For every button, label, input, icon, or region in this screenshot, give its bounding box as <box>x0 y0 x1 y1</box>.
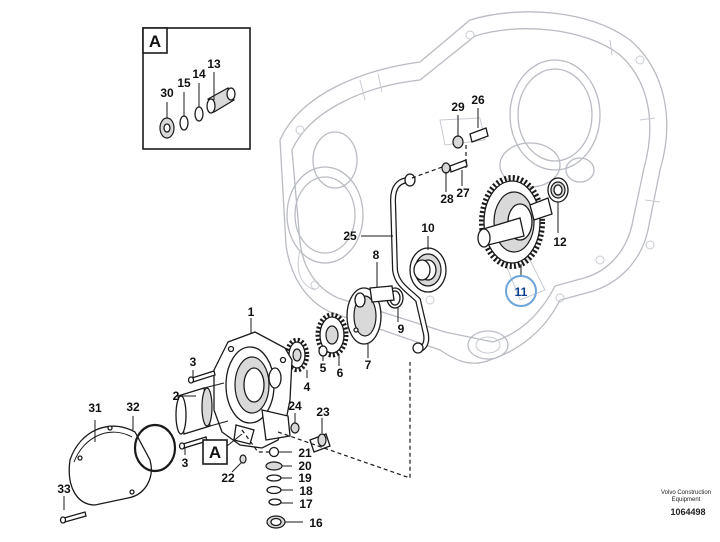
callout-11[interactable]: 11 <box>515 285 528 299</box>
transmission-housing-outline <box>279 11 668 364</box>
inset-a-label: A <box>149 32 161 51</box>
callout-17[interactable]: 17 <box>299 497 313 511</box>
callout-8[interactable]: 8 <box>373 248 380 262</box>
bolt-3-upper <box>187 370 216 384</box>
document-number: 1064498 <box>670 507 705 517</box>
callout-13[interactable]: 13 <box>207 57 221 71</box>
callout-21[interactable]: 21 <box>298 446 312 460</box>
callout-24[interactable]: 24 <box>288 399 302 413</box>
bolt-group-upper <box>441 108 489 192</box>
callout-22[interactable]: 22 <box>221 471 235 485</box>
callout-27[interactable]: 27 <box>456 186 470 200</box>
callout-3b[interactable]: 3 <box>182 456 189 470</box>
pump-plate-7 <box>346 285 395 345</box>
callout-12[interactable]: 12 <box>553 235 567 249</box>
callout-10[interactable]: 10 <box>421 221 435 235</box>
oil-pipe <box>389 165 446 354</box>
brand-line-1: Volvo Construction <box>661 490 711 496</box>
callout-14[interactable]: 14 <box>192 67 206 81</box>
callout-32[interactable]: 32 <box>126 400 140 414</box>
callout-30[interactable]: 30 <box>160 86 174 100</box>
fitting-23 <box>309 433 331 453</box>
brand-line-2: Equipment <box>672 497 701 503</box>
seal-ring-32 <box>133 423 177 473</box>
callout-29[interactable]: 29 <box>451 100 465 114</box>
callout-28[interactable]: 28 <box>440 192 454 206</box>
callout-2[interactable]: 2 <box>173 389 180 403</box>
callout-19[interactable]: 19 <box>298 471 312 485</box>
callout-31[interactable]: 31 <box>88 401 102 415</box>
callout-3a[interactable]: 3 <box>190 355 197 369</box>
callout-7[interactable]: 7 <box>365 358 372 372</box>
pump-gear-6 <box>315 312 349 358</box>
callout-6[interactable]: 6 <box>337 366 344 380</box>
reference-a-label[interactable]: A <box>209 443 221 462</box>
callout-4[interactable]: 4 <box>304 380 311 394</box>
inset-parts <box>159 87 236 139</box>
screw-33 <box>59 511 87 524</box>
bearing-10 <box>409 247 447 293</box>
callout-23[interactable]: 23 <box>316 405 330 419</box>
detail-inset-a: A <box>142 27 251 150</box>
callout-16[interactable]: 16 <box>309 516 323 530</box>
callout-25[interactable]: 25 <box>343 229 357 243</box>
callout-15[interactable]: 15 <box>177 76 191 90</box>
callout-18[interactable]: 18 <box>299 484 313 498</box>
callout-33[interactable]: 33 <box>57 482 71 496</box>
footer-stamp: Volvo Construction Equipment 1064498 <box>661 490 711 517</box>
idler-gear-11 <box>477 175 553 269</box>
callout-26[interactable]: 26 <box>471 93 485 107</box>
bearing-12 <box>547 177 569 203</box>
callout-1[interactable]: 1 <box>248 305 255 319</box>
callout-5[interactable]: 5 <box>320 361 327 375</box>
pump-housing-1 <box>213 331 293 449</box>
valve-stack <box>239 362 411 529</box>
cover-31 <box>68 425 152 506</box>
reference-a <box>202 433 243 465</box>
washer-5 <box>318 345 328 357</box>
drive-shaft-2 <box>175 382 229 435</box>
callout-20[interactable]: 20 <box>298 459 312 473</box>
plug-24 <box>290 422 300 434</box>
callout-9[interactable]: 9 <box>398 322 405 336</box>
highlight-marker-11[interactable] <box>505 275 537 307</box>
